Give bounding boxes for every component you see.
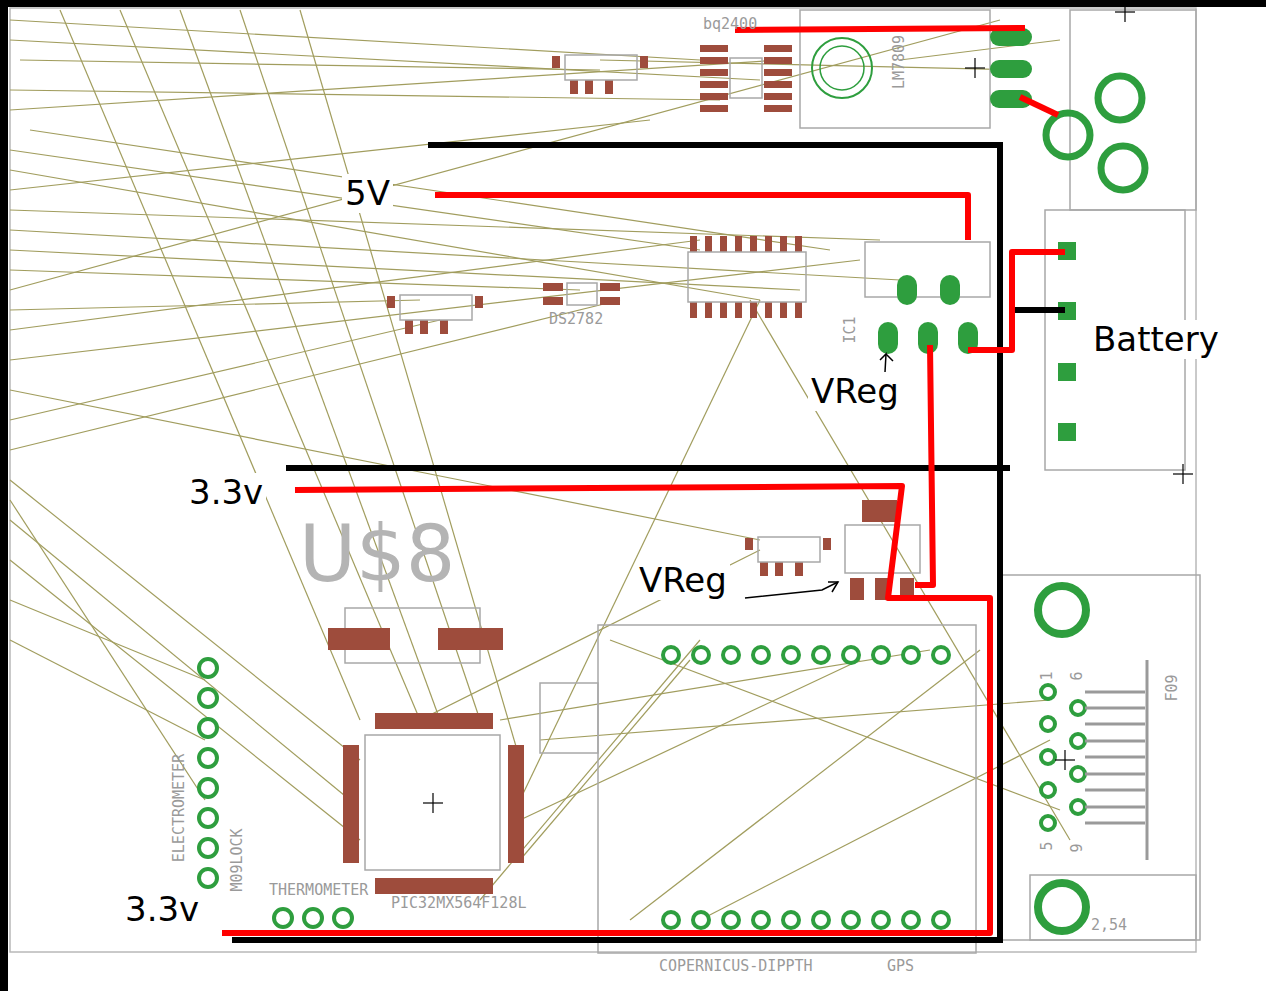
part-name: THERMOMETER [266, 882, 371, 899]
pin-number: 1 [1039, 668, 1056, 683]
part-name: GPS [884, 958, 917, 975]
pin-number: 6 [1069, 668, 1086, 683]
part-name: U$8 [296, 510, 458, 600]
voltage-label: 3.3v [122, 890, 202, 929]
part-name: COPERNICUS-DIPPTH [656, 958, 816, 975]
part-name: bq2400 [700, 16, 760, 33]
part-name: ELECTROMETER [171, 751, 188, 865]
connector-label: Battery [1090, 320, 1222, 359]
grid-size: 2,54 [1088, 917, 1130, 934]
part-name: IC1 [842, 313, 859, 346]
part-name: M09LOCK [229, 825, 246, 894]
voltage-label: 5V [342, 174, 393, 213]
part-name: LM7809 [891, 32, 908, 92]
part-name: F09 [1164, 671, 1181, 704]
voltage-label: 3.3v [186, 473, 266, 512]
pin-number: 5 [1039, 838, 1056, 853]
pin-number: 9 [1069, 840, 1086, 855]
regulator-label: VReg [636, 561, 730, 600]
regulator-label: VReg [808, 372, 902, 411]
part-name: DS2782 [546, 311, 606, 328]
part-name: PIC32MX564F128L [388, 895, 529, 912]
